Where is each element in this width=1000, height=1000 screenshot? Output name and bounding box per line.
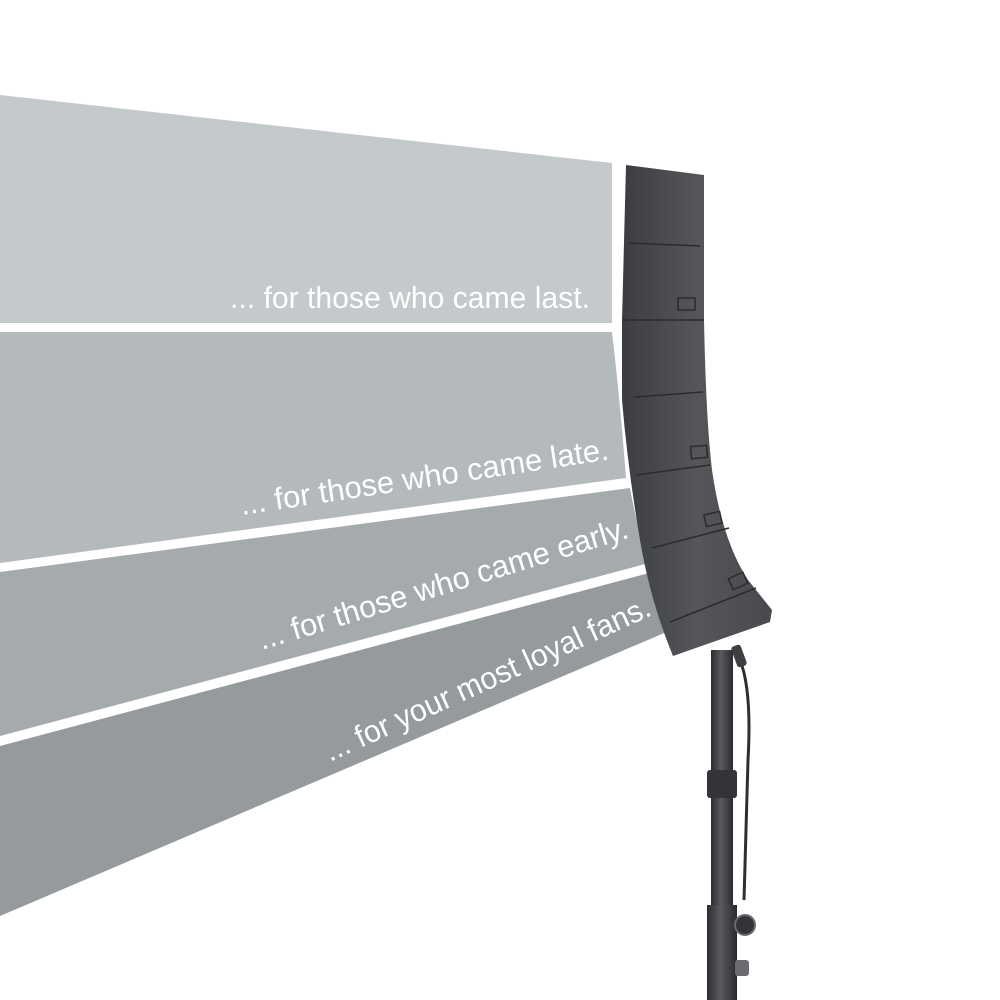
line-array-speaker <box>622 165 772 656</box>
coverage-band-loyal-fans <box>0 572 676 916</box>
coverage-band-last <box>0 95 612 323</box>
speaker-stand <box>707 644 756 1000</box>
coverage-band-late <box>0 332 626 563</box>
coverage-band-early <box>0 488 649 736</box>
caption-last: ... for those who came last. <box>230 280 590 315</box>
